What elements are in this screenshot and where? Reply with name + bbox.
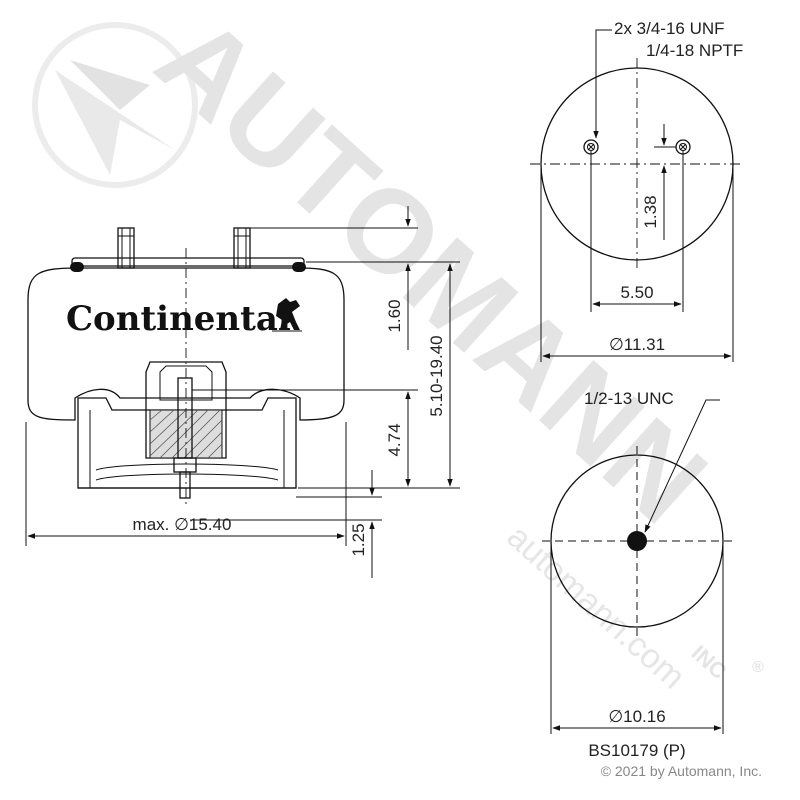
top-stud-left — [117, 227, 135, 269]
dim-spacing: 5.50 — [620, 283, 653, 302]
dim-11-31: ∅11.31 — [540, 168, 734, 362]
dim-max-diameter-label: max. ∅15.40 — [133, 515, 232, 534]
dim-10-16: ∅10.16 — [550, 545, 724, 734]
dim-overall-height: 5.10-19.40 — [427, 335, 446, 416]
watermark-logo — [32, 22, 198, 188]
rubber-bellow — [27, 267, 345, 421]
dim-piston-height: 4.74 — [385, 423, 404, 456]
callout-bolt-label: 1/2-13 UNC — [584, 389, 674, 408]
callout-bolt: 1/2-13 UNC — [584, 389, 720, 533]
watermark-brand: AUTOMANN — [133, 0, 731, 548]
dim-max-diameter: max. ∅15.40 — [25, 422, 347, 546]
watermark-registered: ® — [752, 659, 764, 676]
dim-5-10-19-40: 5.10-19.40 — [298, 263, 460, 489]
air-spring-side-view: Continental — [25, 206, 460, 578]
dim-stud-length: 1.25 — [349, 523, 368, 556]
brand-label: Continental — [66, 299, 291, 339]
dim-5-50: 5.50 — [590, 150, 684, 312]
dim-1-38: 1.38 — [641, 124, 676, 240]
dim-4-74: 4.74 — [192, 389, 418, 487]
center-bolt-hole — [627, 531, 647, 551]
bottom-plate-outline — [550, 454, 724, 628]
dim-top-height: 1.60 — [385, 299, 404, 332]
callout-thread: 2x 3/4-16 UNF 1/4-18 NPTF — [593, 19, 743, 139]
bead-plate — [70, 257, 306, 272]
part-number: BS10179 (P) — [588, 741, 685, 760]
callout-thread-line2: 1/4-18 NPTF — [646, 41, 743, 60]
piston — [77, 361, 297, 499]
bottom-plate-view: 1/2-13 UNC ∅10.16 BS10179 (P) — [542, 389, 732, 760]
watermark-suffix: INC — [687, 640, 732, 684]
dim-offset: 1.38 — [641, 195, 660, 228]
copyright: © 2021 by Automann, Inc. — [601, 763, 762, 779]
top-plate-view: 2x 3/4-16 UNF 1/4-18 NPTF 1.38 5.50 ∅11.… — [530, 19, 744, 362]
dim-bottom-diameter: ∅10.16 — [608, 707, 665, 726]
dim-top-diameter: ∅11.31 — [609, 335, 665, 354]
horse-logo — [272, 298, 302, 332]
callout-thread-line1: 2x 3/4-16 UNF — [614, 19, 725, 38]
dim-1-60: 1.60 — [250, 206, 460, 350]
top-stud-right — [233, 227, 251, 269]
dim-1-25: 1.25 — [190, 470, 382, 578]
watermark-url: automann.com — [500, 518, 693, 697]
